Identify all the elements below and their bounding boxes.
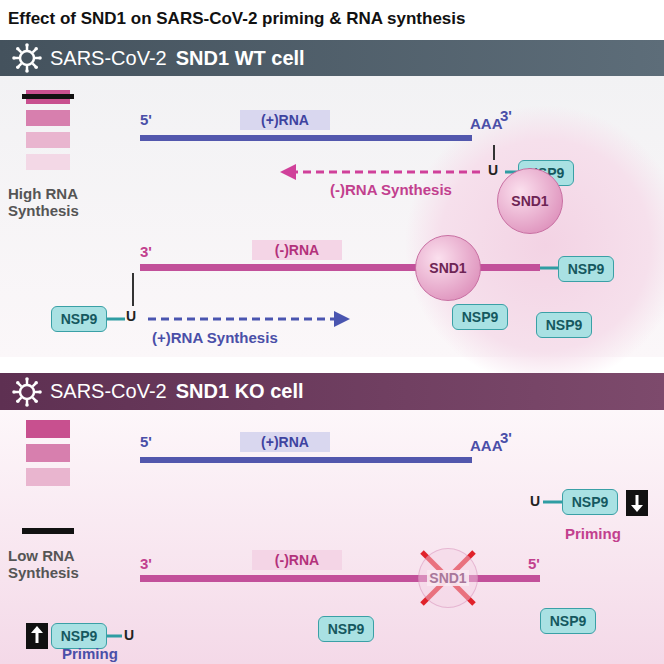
- protein-circle: SND1: [415, 235, 481, 301]
- protein-circle: SND1: [497, 168, 563, 234]
- node-text: (+)RNA: [261, 434, 309, 450]
- panel-header: SARS-CoV-2 SND1 WT cell: [0, 40, 664, 76]
- node-text: NSP9: [572, 494, 609, 510]
- plus-strand: [140, 457, 472, 463]
- polya-tail: AAA: [470, 438, 503, 455]
- priming-label: Priming: [565, 526, 621, 543]
- base-pair-tick: [493, 145, 495, 160]
- uridine: U: [124, 628, 134, 643]
- gel-bands: [22, 420, 74, 534]
- protein-box: NSP9: [452, 304, 508, 330]
- strand-label: (+)RNA: [240, 432, 330, 452]
- virus-icon: [12, 43, 42, 73]
- arrowhead: [334, 311, 350, 327]
- node-text: SND1 KO cell: [176, 380, 304, 403]
- node-text: SND1 WT cell: [176, 47, 305, 70]
- strand-label: (+)RNA: [240, 110, 330, 130]
- panel-ground: [0, 410, 664, 664]
- up-arrow-icon: [26, 623, 48, 649]
- polya-tail: AAA: [470, 116, 503, 133]
- end-label: 3': [140, 556, 152, 573]
- node-text: SND1: [511, 193, 548, 209]
- arrowhead: [280, 164, 296, 180]
- process-label: (+)RNA Synthesis: [152, 330, 278, 347]
- gel-caption: Low RNA Synthesis: [8, 548, 108, 581]
- strand-label: (-)RNA: [252, 240, 342, 260]
- protein-box: NSP9: [540, 608, 596, 634]
- protein-box: NSP9: [562, 489, 618, 515]
- node-text: SARS-CoV-2: [50, 47, 167, 70]
- protein-box: NSP9: [558, 256, 614, 282]
- node-text: (-)RNA: [275, 552, 319, 568]
- node-text: NSP9: [568, 261, 605, 277]
- end-label: 5': [528, 556, 540, 573]
- node-text: NSP9: [462, 309, 499, 325]
- minus-strand: [140, 575, 540, 582]
- node-text: SND1: [427, 570, 468, 586]
- end-label: 5': [140, 434, 152, 451]
- panel-header: SARS-CoV-2 SND1 KO cell: [0, 373, 664, 410]
- gel-bands: [22, 90, 74, 170]
- strand-label: (-)RNA: [252, 550, 342, 570]
- down-arrow-icon: [626, 490, 648, 516]
- node-text: NSP9: [550, 613, 587, 629]
- uridine: U: [530, 494, 540, 509]
- process-label: (-)RNA Synthesis: [330, 182, 452, 199]
- dashed-arrow: [148, 318, 336, 321]
- gel-caption: High RNA Synthesis: [8, 186, 108, 219]
- node-text: NSP9: [61, 311, 98, 327]
- plus-strand: [140, 135, 472, 141]
- node-text: NSP9: [61, 628, 98, 644]
- tether: [540, 267, 558, 270]
- tether: [543, 501, 562, 504]
- node-text: (-)RNA: [275, 242, 319, 258]
- end-label: 5': [140, 112, 152, 129]
- protein-box: NSP9: [318, 616, 374, 642]
- node-text: SND1: [429, 260, 466, 276]
- priming-label: Priming: [62, 646, 118, 663]
- condensate-glow: [405, 105, 664, 385]
- uridine: U: [126, 309, 136, 324]
- node-text: NSP9: [328, 621, 365, 637]
- end-label: 3': [140, 244, 152, 261]
- tether: [107, 635, 122, 638]
- node-text: (+)RNA: [261, 112, 309, 128]
- tether: [107, 318, 125, 321]
- protein-circle: SND1: [418, 548, 478, 608]
- uridine: U: [488, 163, 498, 178]
- protein-box: NSP9: [51, 306, 107, 332]
- base-pair-tick: [132, 273, 134, 306]
- dashed-arrow: [294, 171, 480, 174]
- figure-title: Effect of SND1 on SARS-CoV-2 priming & R…: [8, 10, 465, 29]
- node-text: SARS-CoV-2: [50, 380, 167, 403]
- node-text: NSP9: [546, 317, 583, 333]
- protein-box: NSP9: [536, 312, 592, 338]
- virus-icon: [12, 377, 42, 407]
